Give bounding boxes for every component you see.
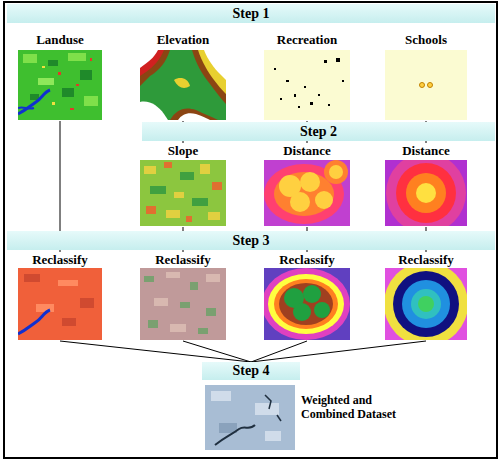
reclass-raster [384,262,468,346]
layer-label: Reclassify [134,252,232,268]
outer-frame [4,2,497,458]
result-layer: Weighted and Combined Dataset [205,385,405,451]
layer-label: Reclassify [12,252,108,268]
raster-layer: Recreation [257,32,357,121]
raster-layer: Elevation [134,32,232,121]
raster-layer: Reclassify [12,252,108,341]
step-band: Step 3 [7,231,495,250]
layer-label: Slope [134,143,232,159]
raster-layer: Reclassify [257,252,357,341]
step-band: Step 2 [142,122,495,141]
step-band: Step 1 [7,4,495,23]
distance-raster [264,160,350,226]
recreation-raster [264,50,350,120]
raster-layer: Schools [378,32,474,121]
elevation-raster [140,50,226,120]
flow-line [183,341,251,362]
layer-label: Distance [378,143,474,159]
reclass-raster [18,268,102,340]
reclass-raster [262,268,350,340]
raster-layer: Reclassify [378,252,474,341]
raster-layer: Slope [134,143,232,227]
layer-label: Distance [257,143,357,159]
raster-layer: Reclassify [134,252,232,341]
step-band: Step 4 [202,362,300,380]
flow-line [251,341,426,362]
distance-raster [385,153,467,233]
layer-label: Reclassify [378,252,474,268]
flow-line [60,341,251,362]
layer-label: Schools [378,32,474,48]
landuse-raster [18,50,102,120]
step-label: Step 4 [202,362,300,380]
layer-label: Recreation [257,32,357,48]
layer-label: Weighted and Combined Dataset [301,393,401,421]
layer-label: Elevation [134,32,232,48]
raster-layer: Distance [378,143,474,227]
step-label: Step 2 [142,122,495,141]
layer-label: Landuse [12,32,108,48]
step-label: Step 3 [7,231,495,250]
step-label: Step 1 [7,4,495,23]
raster-layer: Landuse [12,32,108,121]
layer-label: Reclassify [257,252,357,268]
raster-layer: Distance [257,143,357,227]
weighted-raster [205,385,295,450]
reclass-raster [140,268,226,340]
schools-raster [385,50,467,120]
slope-raster [140,160,226,226]
